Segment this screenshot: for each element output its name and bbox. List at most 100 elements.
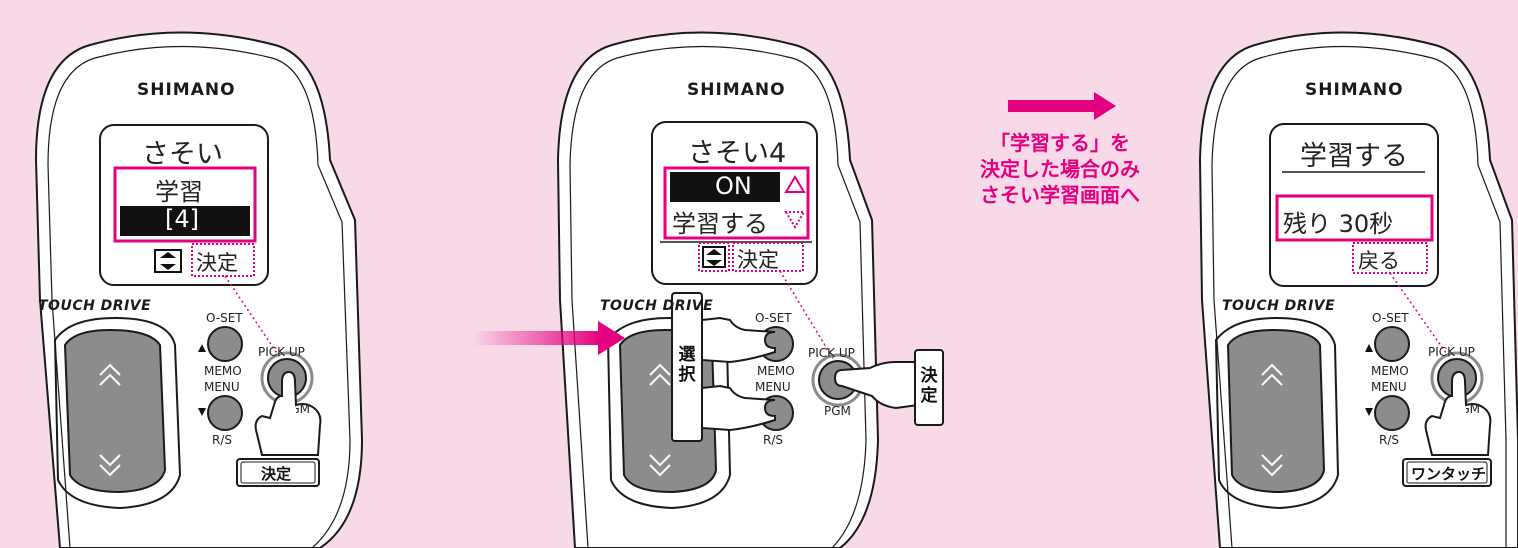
device-2-lcd-inverse-bar — [670, 172, 780, 202]
device-2-memo-label: MEMO — [757, 364, 795, 378]
hand-pointer-icon — [833, 361, 919, 410]
device-1-touch-pad-rim — [53, 316, 182, 510]
device-1-menu-button[interactable] — [207, 395, 243, 431]
device-3-back-label: 戻る — [1358, 249, 1400, 273]
hand-pointer-icon — [254, 370, 322, 456]
device-2-arrow-icon-box — [702, 246, 726, 268]
hand-pointer-icon — [1424, 370, 1492, 456]
device-2-rs-label: R/S — [763, 433, 783, 447]
device-1-screen-inverse: [4] — [165, 205, 199, 233]
device-1-pgm-label: PGM — [296, 402, 310, 416]
device-1-memo-label: MEMO — [204, 364, 242, 378]
device-2-screen-title: さそい4 — [688, 138, 787, 169]
device-1 — [34, 31, 364, 548]
device-1-menu-label: MENU — [204, 380, 240, 394]
device-1-guide-line — [224, 275, 288, 369]
device-2-select-tag: 選択 — [678, 345, 696, 385]
device-2-scroll-arrow-down-icon — [784, 211, 806, 229]
device-1-screen-line1: 学習 — [155, 178, 203, 206]
device-3-lcd-frame — [1269, 123, 1439, 287]
device-1-screen-title: さそい — [142, 139, 223, 170]
device-2-select-tag-box — [671, 292, 703, 442]
device-3-touch-pad-rim — [1214, 316, 1340, 510]
device-1-confirm-box — [191, 243, 255, 277]
device-3-memo-button[interactable] — [1374, 326, 1410, 362]
device-1-series: TOUCH DRIVE — [38, 298, 152, 314]
device-2-screen-inverse: ON — [715, 172, 752, 200]
device-1-action-tag: 決定 — [261, 465, 292, 483]
up-down-arrow-icon — [160, 252, 176, 270]
device-2-confirm-tag-box — [914, 349, 944, 426]
device-3-menu-label: MENU — [1371, 380, 1407, 394]
device-2-oset-label: O-SET — [755, 311, 792, 325]
up-down-arrow-icon — [706, 249, 722, 266]
hand-pointer-icon — [701, 384, 776, 432]
down-triangle-icon — [1365, 408, 1373, 416]
device-3-action-tag-box — [1402, 458, 1492, 487]
device-1-confirm-label: 決定 — [196, 251, 238, 275]
chevron-up-icon — [99, 363, 121, 386]
device-1-inner-outline — [47, 45, 351, 548]
device-1-rs-label: R/S — [212, 433, 232, 447]
callout-text: 「学習する」を 決定した場合のみ さそい学習画面へ — [945, 130, 1175, 208]
device-2-lcd-frame — [651, 121, 818, 285]
device-1-action-tag-inner — [240, 461, 316, 484]
callout-line2: 決定した場合のみ — [980, 157, 1140, 181]
device-2-series: TOUCH DRIVE — [600, 298, 714, 314]
device-2-pickup-label: PICK UP — [808, 346, 855, 360]
device-2-screen-line2: 学習する — [672, 210, 768, 238]
device-1-lcd-highlight-box — [113, 166, 257, 243]
device-1-oset-label: O-SET — [206, 311, 243, 325]
device-2-confirm-label: 決定 — [737, 248, 779, 272]
down-triangle-icon — [198, 408, 206, 416]
device-3-inner-outline — [1211, 45, 1507, 548]
device-2-scroll-arrow-up-icon — [784, 175, 806, 193]
entry-arrow-shaft — [472, 331, 600, 345]
device-2-inner-outline — [569, 45, 867, 548]
device-1-arrow-icon-box — [154, 249, 182, 273]
entry-arrow-head — [598, 321, 625, 355]
device-2-menu-label: MENU — [755, 380, 791, 394]
device-1-lcd-inverse-bar — [120, 206, 250, 236]
callout-line1: 「学習する」を — [990, 131, 1130, 155]
device-3-remaining-box — [1275, 194, 1434, 242]
chevron-down-icon — [99, 454, 121, 477]
callout-arrow-shaft — [1008, 100, 1096, 112]
up-triangle-icon — [198, 344, 206, 352]
device-3-series: TOUCH DRIVE — [1222, 298, 1336, 314]
device-3-memo-label: MEMO — [1371, 364, 1409, 378]
chevron-up-icon — [1261, 363, 1283, 386]
device-2-pgm-label: PGM — [824, 404, 851, 418]
device-3-rs-label: R/S — [1379, 433, 1399, 447]
device-2-touch-pad-rim — [606, 316, 732, 510]
device-2-confirm-tag: 決定 — [920, 366, 938, 406]
device-3-action-tag-inner — [1406, 461, 1488, 484]
device-1-memo-button[interactable] — [207, 326, 243, 362]
device-3-menu-button[interactable] — [1374, 395, 1410, 431]
device-2-guide-line-confirm — [779, 270, 841, 371]
device-3-screen-title: 学習する — [1300, 141, 1408, 172]
device-1-brand: SHIMANO — [137, 80, 236, 100]
device-2 — [556, 31, 944, 548]
device-2-body — [556, 31, 880, 548]
device-3-brand: SHIMANO — [1305, 80, 1404, 100]
device-2-confirm-box — [732, 242, 804, 272]
device-2-arrow-box-highlight — [698, 242, 730, 272]
device-2-lcd-highlight-box — [663, 166, 810, 240]
callout-arrow-head — [1094, 92, 1116, 120]
device-3-pickup-label: PICK UP — [1428, 345, 1475, 359]
hand-pointer-icon — [701, 316, 776, 364]
device-1-touch-pad — [63, 328, 167, 494]
callout-line3: さそい学習画面へ — [980, 183, 1140, 207]
device-3-remaining: 残り 30秒 — [1283, 210, 1394, 238]
device-1-action-tag-box — [236, 458, 320, 487]
up-triangle-icon — [1365, 344, 1373, 352]
chevron-down-icon — [649, 454, 671, 477]
device-1-pickup-label: PICK UP — [258, 345, 305, 359]
device-3-pgm-label: PGM — [1466, 402, 1480, 416]
device-2-brand: SHIMANO — [687, 80, 786, 100]
device-3-action-tag: ワンタッチ — [1411, 465, 1487, 483]
chevron-up-icon — [649, 363, 671, 386]
